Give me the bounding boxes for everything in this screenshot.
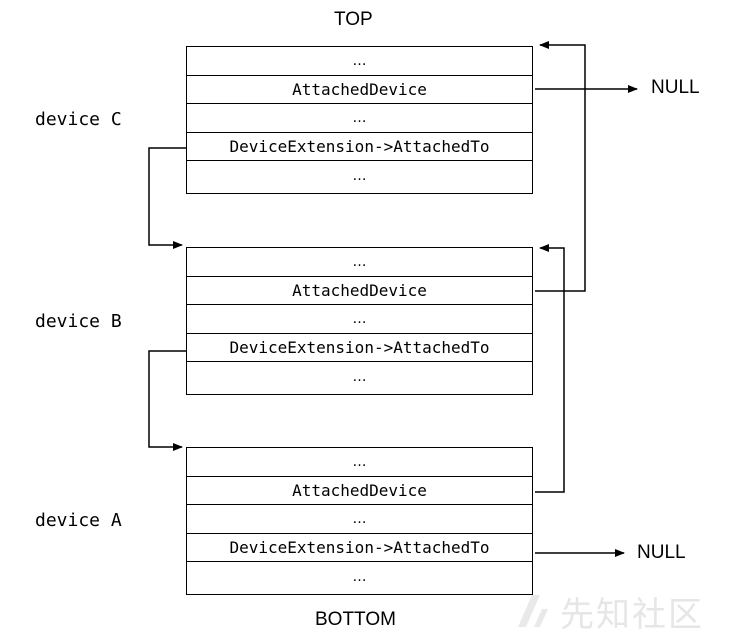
device-c-label: device C — [35, 109, 122, 130]
null-label-top: NULL — [651, 77, 700, 98]
device-c-box: … AttachedDevice … DeviceExtension->Atta… — [186, 46, 533, 194]
device-b-row-5: … — [352, 368, 367, 385]
device-a-row-3: … — [187, 505, 532, 534]
device-b-row-1: … — [187, 248, 532, 277]
device-c-row-3: … — [187, 104, 532, 133]
device-a-label: device A — [35, 510, 122, 531]
device-a-attached-to: DeviceExtension->AttachedTo — [187, 534, 532, 563]
device-a-row-1: … — [187, 448, 532, 477]
device-c-row-1: … — [187, 47, 532, 76]
device-b-attached-to: DeviceExtension->AttachedTo — [187, 334, 532, 363]
b-attached-to-a-arrow — [148, 350, 186, 451]
bottom-label: BOTTOM — [315, 609, 396, 630]
device-c-attached-to: DeviceExtension->AttachedTo — [187, 133, 532, 162]
watermark-logo-icon — [518, 595, 548, 627]
top-label: TOP — [334, 9, 373, 30]
device-b-row-3: … — [187, 305, 532, 334]
c-attached-to-b-arrow — [148, 147, 186, 249]
device-a-box: … AttachedDevice … DeviceExtension->Atta… — [186, 447, 533, 595]
device-a-attached-device: AttachedDevice — [187, 477, 532, 506]
device-b-label: device B — [35, 311, 122, 332]
a-attached-device-to-b-arrow — [535, 244, 565, 493]
device-c-row-5: … — [352, 167, 367, 184]
watermark-text: 先知社区 — [560, 594, 704, 635]
b-attached-device-to-c-arrow — [535, 41, 586, 292]
watermark: 先知社区 — [510, 586, 740, 636]
device-a-row-5: … — [352, 568, 367, 585]
device-b-attached-device: AttachedDevice — [187, 277, 532, 306]
null-label-bottom: NULL — [637, 542, 686, 563]
device-b-box: … AttachedDevice … DeviceExtension->Atta… — [186, 247, 533, 395]
device-c-attached-device: AttachedDevice — [187, 76, 532, 105]
